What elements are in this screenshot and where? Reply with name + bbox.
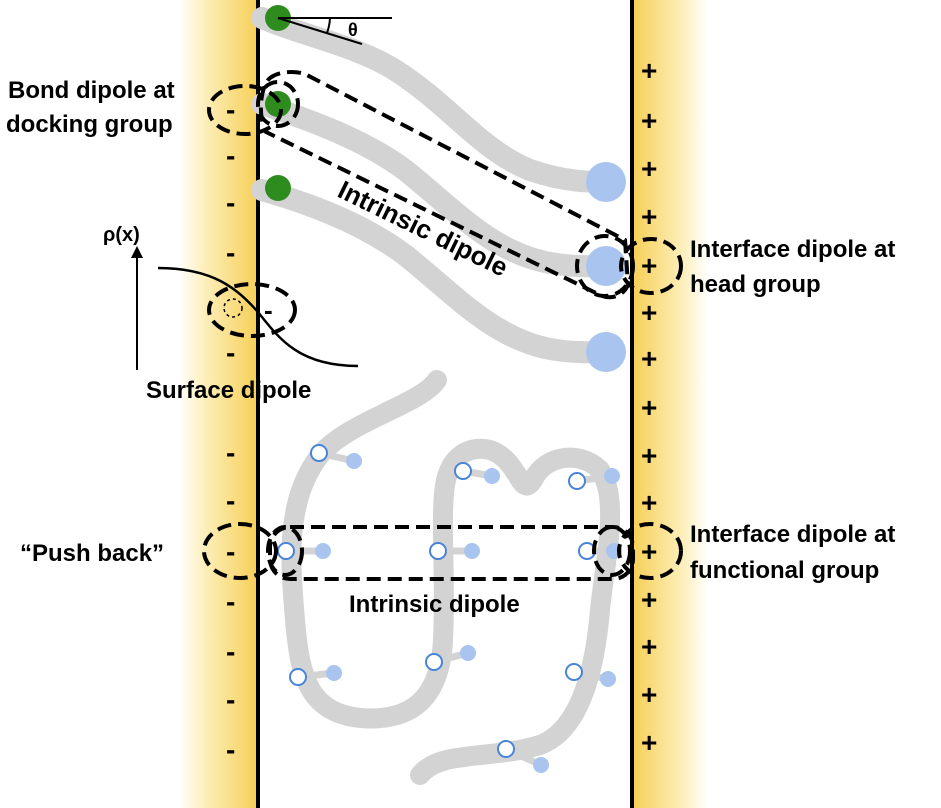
intrinsic-dipole-top-outline — [259, 70, 631, 300]
interface-functional-label-line1: Interface dipole at — [690, 521, 895, 548]
charge-minus: - — [226, 187, 235, 218]
sam-chain-2 — [251, 93, 617, 278]
functional-ring — [289, 668, 307, 686]
functional-group — [568, 468, 620, 490]
functional-ring — [497, 740, 515, 758]
intrinsic-dipole-bottom-label: Intrinsic dipole — [349, 591, 520, 618]
charge-minus: - — [226, 485, 235, 516]
negative-charges: - - - - - - - - - - - - — [226, 94, 235, 765]
docking-group-3 — [265, 175, 291, 201]
charge-plus: + — [641, 343, 657, 374]
charge-plus: + — [641, 201, 657, 232]
charge-plus: + — [641, 105, 657, 136]
functional-ring — [568, 472, 586, 490]
charge-minus: - — [226, 237, 235, 268]
sam-chains — [251, 7, 617, 364]
charge-plus: + — [641, 536, 657, 567]
bond-dipole-label-line2: docking group — [6, 111, 173, 138]
intrinsic-dipole-bottom-outline — [268, 525, 635, 581]
tilt-angle: θ — [277, 17, 392, 45]
charge-minus: - — [226, 586, 235, 617]
bond-dipole-label-line1: Bond dipole at — [8, 77, 175, 104]
docking-group-ellipse — [256, 80, 300, 128]
functional-group — [289, 665, 342, 686]
functional-group — [429, 542, 480, 560]
functional-group — [497, 740, 549, 773]
charge-minus: - — [226, 684, 235, 715]
positive-charges: + + + + + + + + + + + + + + + — [641, 55, 657, 758]
functional-group — [310, 444, 362, 469]
interface-head-label-line2: head group — [690, 271, 821, 298]
functional-group — [277, 542, 331, 560]
charge-minus: - — [226, 536, 235, 567]
sam-chain-1 — [251, 7, 617, 193]
charge-plus: + — [641, 250, 657, 281]
charge-plus: + — [641, 631, 657, 662]
interface-head-ellipse — [619, 237, 683, 295]
interface-functional-ellipse — [617, 522, 683, 580]
charge-minus: - — [226, 437, 235, 468]
polymer-chain — [281, 370, 621, 785]
charge-plus: + — [641, 440, 657, 471]
charge-plus: + — [641, 297, 657, 328]
charge-plus: + — [641, 679, 657, 710]
functional-ring — [310, 444, 328, 462]
functional-ring — [429, 542, 447, 560]
functional-group — [565, 663, 616, 687]
theta-label: θ — [348, 20, 358, 40]
surface-dipole-ellipse — [207, 282, 297, 338]
charge-minus: - — [226, 636, 235, 667]
functional-ring — [565, 663, 583, 681]
charge-plus: + — [641, 584, 657, 615]
interface-functional-label-line2: functional group — [690, 557, 879, 584]
bond-dipole-ellipse — [207, 84, 283, 136]
surface-dipole-label: Surface dipole — [146, 377, 311, 404]
push-back-ellipse — [202, 522, 278, 580]
functional-ring — [454, 462, 472, 480]
push-back-label: “Push back” — [20, 540, 164, 567]
head-group-3 — [586, 332, 626, 372]
functional-group — [454, 462, 500, 484]
functional-group-ellipse-right — [592, 525, 632, 577]
interface-head-label-line1: Interface dipole at — [690, 236, 895, 263]
functional-group-ellipse-left — [266, 525, 304, 577]
head-group-2 — [586, 246, 626, 286]
rho-axis-arrow — [131, 246, 143, 258]
functional-ring — [277, 542, 295, 560]
docking-group-2 — [265, 91, 291, 117]
head-group-ellipse — [575, 234, 635, 298]
charge-plus: + — [641, 153, 657, 184]
electron-cloud-circle — [223, 298, 243, 318]
left-electrode — [178, 0, 258, 808]
functional-group — [425, 645, 476, 671]
head-group-1 — [586, 162, 626, 202]
sam-chain-3 — [251, 179, 617, 364]
surface-dipole-minus: - — [264, 295, 273, 325]
charge-minus: - — [226, 734, 235, 765]
charge-minus: - — [226, 337, 235, 368]
functional-ring — [425, 653, 443, 671]
surface-dipole-graphic: - — [131, 246, 359, 370]
charge-plus: + — [641, 727, 657, 758]
charge-minus: - — [226, 140, 235, 171]
charge-plus: + — [641, 487, 657, 518]
charge-plus: + — [641, 392, 657, 423]
rho-axis-label: ρ(x) — [103, 224, 140, 246]
right-electrode — [632, 0, 708, 808]
electron-density-curve — [157, 266, 359, 368]
charge-plus: + — [641, 55, 657, 86]
charge-minus: - — [226, 94, 235, 125]
